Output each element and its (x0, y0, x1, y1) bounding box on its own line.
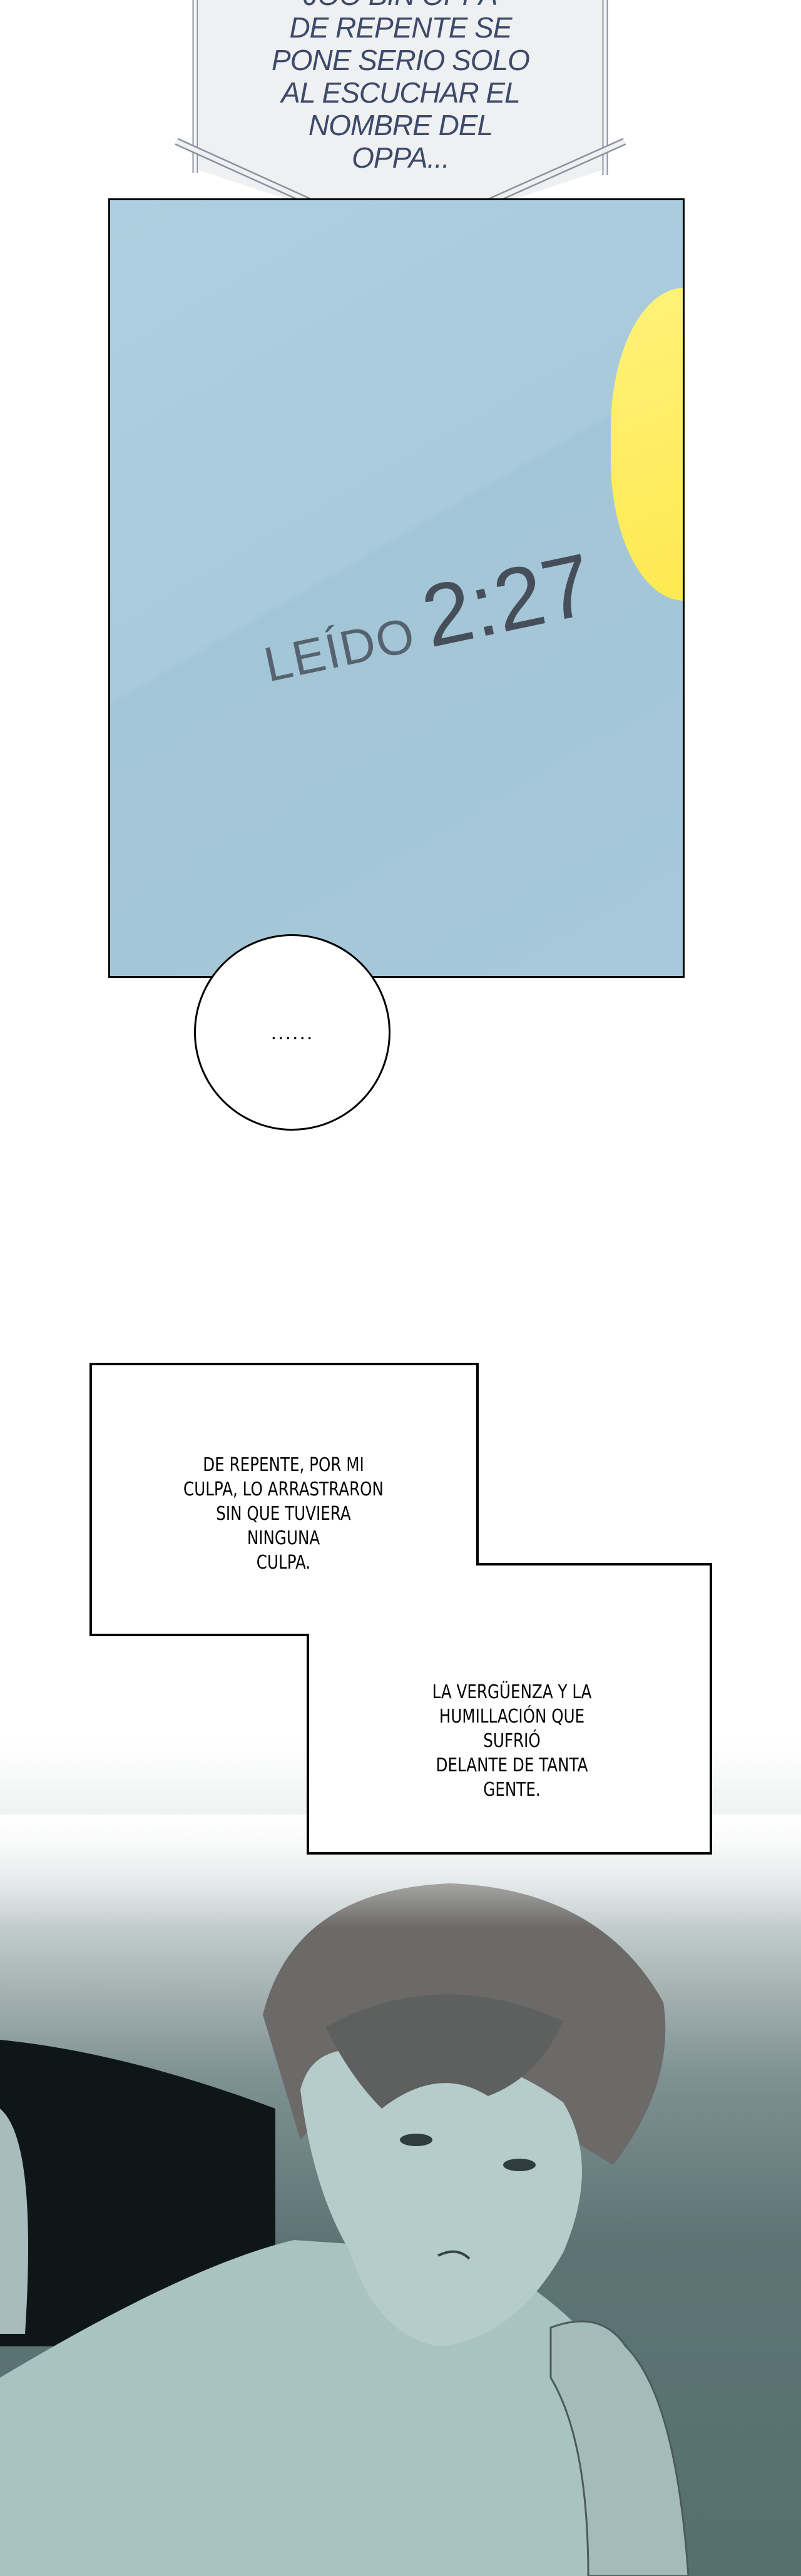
narration-line: LA VERGÜENZA Y LA (432, 1681, 592, 1703)
narration-line: CULPA. (256, 1552, 311, 1574)
caption-line: JOO BIN OPPA (213, 0, 588, 11)
speech-bubble-text: ...... (270, 1020, 314, 1044)
phone-screen-panel: LEÍDO2:27 (108, 198, 685, 978)
caption-line: OPPA... (352, 141, 450, 174)
caption-text: JOO BIN OPPA DE REPENTE SE PONE SERIO SO… (213, 0, 588, 174)
caption-line: DE REPENTE SE (289, 11, 512, 44)
caption-line: AL ESCUCHAR EL (281, 76, 520, 109)
read-receipt: LEÍDO2:27 (252, 533, 601, 702)
chat-bubble-yellow (611, 288, 683, 601)
caption-line: NOMBRE DEL (308, 109, 493, 141)
read-label: LEÍDO (259, 606, 421, 693)
narration-box-2: LA VERGÜENZA Y LA HUMILLACIÓN QUE SUFRIÓ… (409, 1680, 615, 1802)
caption-line: PONE SERIO SOLO (272, 44, 530, 76)
narration-line: CULPA, LO ARRASTRARON (183, 1479, 384, 1500)
speech-bubble: ...... (194, 934, 390, 1131)
narration-line: DE REPENTE, POR MI (203, 1454, 364, 1476)
narration-line: HUMILLACIÓN QUE SUFRIÓ (439, 1706, 585, 1752)
narration-line: SIN QUE TUVIERA NINGUNA (216, 1503, 351, 1549)
character-illustration (0, 1815, 801, 2576)
narration-line: DELANTE DE TANTA GENTE. (436, 1754, 588, 1801)
read-time: 2:27 (414, 534, 601, 666)
narration-box-1: DE REPENTE, POR MI CULPA, LO ARRASTRARON… (181, 1453, 386, 1575)
